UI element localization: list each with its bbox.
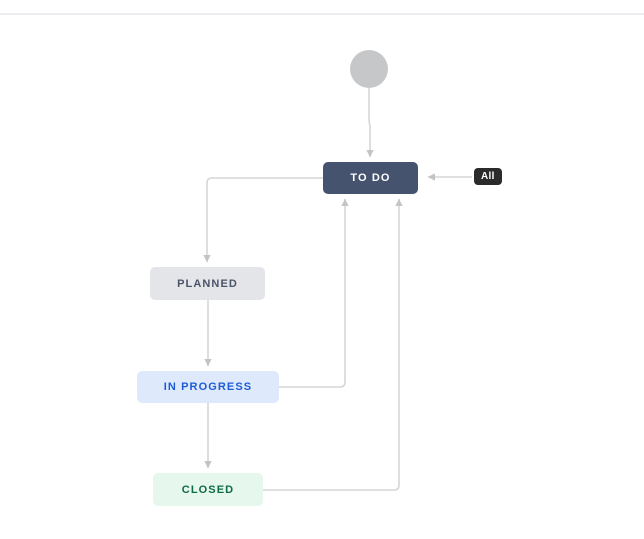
workflow-edge	[366, 88, 374, 158]
status-node-label: TO DO	[350, 172, 391, 184]
status-node-closed[interactable]: CLOSED	[153, 473, 263, 506]
workflow-edge	[203, 177, 323, 263]
status-node-label: IN PROGRESS	[163, 381, 253, 393]
transition-badge-label: All	[481, 171, 495, 182]
transition-badge-all[interactable]: All	[474, 168, 502, 185]
workflow-edge	[279, 198, 349, 388]
start-node[interactable]	[350, 50, 388, 88]
status-node-todo[interactable]: TO DO	[323, 162, 418, 194]
workflow-edge	[263, 198, 403, 491]
status-node-label: CLOSED	[181, 483, 235, 496]
status-node-planned[interactable]: PLANNED	[150, 267, 265, 300]
header-divider	[0, 13, 644, 15]
status-node-in-progress[interactable]: IN PROGRESS	[137, 371, 279, 403]
status-node-label: PLANNED	[177, 277, 238, 290]
